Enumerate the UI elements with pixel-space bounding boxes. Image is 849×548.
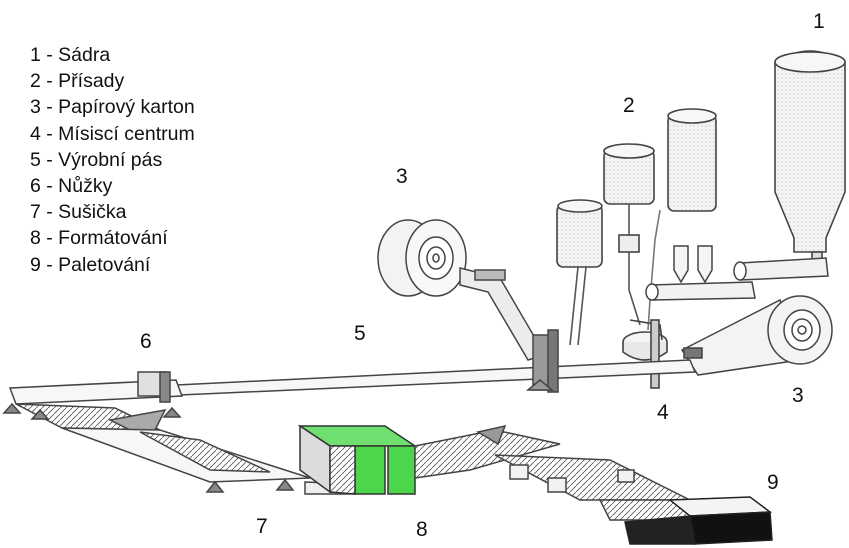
shears-and-transfer <box>2 371 184 442</box>
legend-item-gypsum: 1 - Sádra <box>30 44 111 66</box>
label-paper-roll-top: 3 <box>396 165 408 188</box>
legend-item-palletising: 9 - Paletování <box>30 253 151 276</box>
label-palletising: 9 <box>767 471 779 494</box>
mixer-feed <box>645 245 829 301</box>
label-paper-roll-bottom: 3 <box>792 384 804 407</box>
gypsum-silo <box>774 50 846 265</box>
legend-item-shears: 6 - Nůžky <box>30 175 113 198</box>
additive-tanks <box>556 108 717 346</box>
legend-item-paper-board: 3 - Papírový karton <box>30 96 195 119</box>
label-formatting: 8 <box>416 518 428 541</box>
paper-roll-bottom <box>680 295 833 376</box>
label-shears: 6 <box>140 330 152 353</box>
outfeed-conveyor <box>414 424 702 521</box>
legend-item-production-belt: 5 - Výrobní pás <box>30 148 163 171</box>
label-gypsum-silo: 1 <box>813 10 825 33</box>
label-production-belt: 5 <box>354 322 366 345</box>
mixing-centre <box>622 319 668 389</box>
paper-roll-top <box>377 219 547 361</box>
production-belt <box>174 329 697 396</box>
formatting-unit <box>297 424 418 495</box>
legend-item-formatting: 8 - Formátování <box>30 227 168 250</box>
label-dryer: 7 <box>256 515 268 538</box>
legend-item-additives: 2 - Přísady <box>30 70 125 93</box>
label-additive-tanks: 2 <box>623 94 635 117</box>
legend-item-dryer: 7 - Sušička <box>30 201 127 224</box>
legend-item-mixing-centre: 4 - Mísiscí centrum <box>30 122 195 145</box>
label-mixing-centre: 4 <box>657 401 669 424</box>
palletising-stacks <box>624 496 773 545</box>
legend: 1 - Sádra 2 - Přísady 3 - Papírový karto… <box>30 42 195 278</box>
